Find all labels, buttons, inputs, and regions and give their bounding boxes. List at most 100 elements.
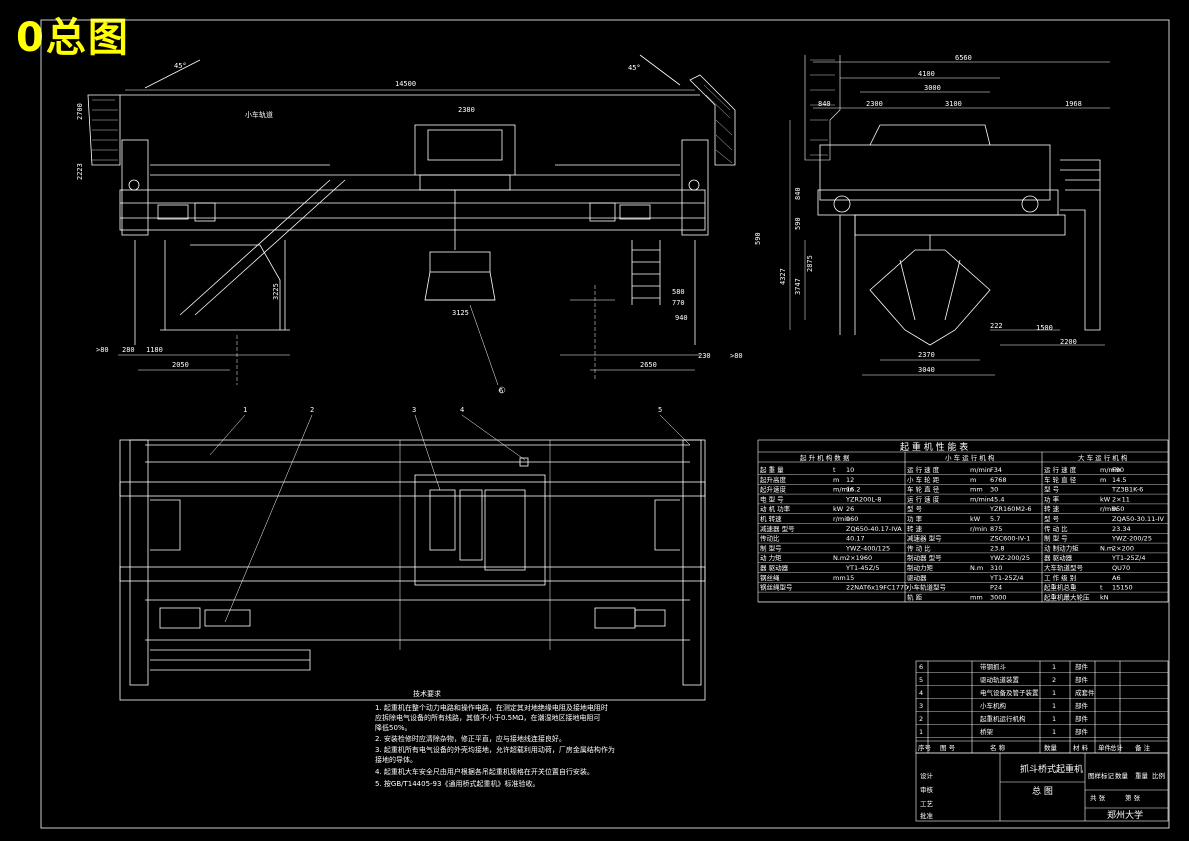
plan-callouts: 1 2 3 4 5 xyxy=(243,406,662,414)
spec-cell: 15 xyxy=(846,574,854,582)
right-mid-b: 580 xyxy=(672,288,685,296)
bom-cell: 5 xyxy=(919,676,923,684)
title-field-review: 审核 xyxy=(920,785,934,794)
spec-cell: 钢丝绳型号 xyxy=(760,583,793,592)
plan-view xyxy=(119,414,706,701)
title-field-weight: 重量 xyxy=(1135,772,1149,780)
spec-cell: 15150 xyxy=(1112,584,1133,592)
bom-cell: 成套件 xyxy=(1075,688,1095,697)
spec-cell: kW xyxy=(833,505,844,513)
title-field-approve: 批准 xyxy=(920,811,934,820)
spec-cell: kW xyxy=(1100,495,1111,503)
spec-cell: 23.8 xyxy=(990,544,1004,552)
spec-cell: kW xyxy=(970,515,981,523)
spec-table-frame xyxy=(757,439,1169,603)
spec-cell: N.m xyxy=(1100,544,1113,552)
spec-cell: 起 重 量 xyxy=(760,466,784,474)
bom-cell: 1 xyxy=(1052,702,1056,710)
bottom-a-width: 2370 xyxy=(918,351,935,359)
bom-cell: 1 xyxy=(1052,715,1056,723)
spec-cell: YT1-45Z/5 xyxy=(845,564,879,572)
spec-cell: t xyxy=(1100,584,1103,592)
bottom-left-b: 280 xyxy=(122,346,135,354)
tech-note-1: 1. 起重机在整个动力电路和操作电路，在测定其对地绝缘电阻及接地电阻时 xyxy=(375,703,608,712)
bottom-right-b: >80 xyxy=(730,352,743,360)
bom-cell: 小车机构 xyxy=(980,701,1007,710)
spec-cell: kN xyxy=(1100,593,1109,601)
spec-table: 起 重 机 性 能 表 起 升 机 构 数 据 小 车 运 行 机 构 大 车 … xyxy=(758,441,1168,603)
spec-cell: 器 驱动器 xyxy=(760,564,789,572)
bom-cell: 带钢抓斗 xyxy=(980,662,1007,671)
tech-note-6: 接地的导体。 xyxy=(375,755,417,764)
sheet-border xyxy=(40,19,1170,829)
callout-2: 2 xyxy=(310,406,314,414)
spec-cell: 功 率 xyxy=(907,514,923,523)
spec-cell: m/min xyxy=(1100,466,1121,474)
bom-cell: 部件 xyxy=(1075,675,1089,684)
spec-cell: 功 率 xyxy=(1044,494,1060,503)
angle-right: 45° xyxy=(628,64,641,72)
spec-cell: 小 车 轮 距 xyxy=(907,475,940,484)
spec-cell: 起升高度 xyxy=(760,475,787,484)
spec-cell: 23.34 xyxy=(1112,525,1131,533)
ladder-height-dim: 3225 xyxy=(272,283,280,300)
span-dim: 14500 xyxy=(395,80,416,88)
track-label: 小车轨道 xyxy=(245,110,273,119)
spec-cell: 小车轨道型号 xyxy=(907,583,947,592)
spec-cell: YT1-25Z/4 xyxy=(1111,554,1145,562)
bom-header-material: 材 料 xyxy=(1073,743,1089,752)
spec-cell: 工 作 级 别 xyxy=(1044,573,1076,582)
spec-cell: 960 xyxy=(846,515,858,523)
front-view-labels: 14500 2380 小车轨道 2700 2223 45° 45° >80 28… xyxy=(76,62,762,395)
spec-cell: m xyxy=(833,476,839,484)
callout-6: 6 xyxy=(499,387,503,395)
spec-cell: ZSC600-IV-1 xyxy=(990,535,1030,543)
right-b-width: 1500 xyxy=(1036,324,1053,332)
callout-1: 1 xyxy=(243,406,247,414)
tech-note-8: 5. 按GB/T14405-93《通用桥式起重机》标准验收。 xyxy=(375,779,539,788)
spec-cell: YWZ-200/25 xyxy=(989,554,1030,562)
spec-cell: YWZ-200/25 xyxy=(1111,535,1152,543)
spec-cell: 机 转速 xyxy=(760,514,782,523)
bom-header-qty: 数量 xyxy=(1044,743,1058,752)
spec-cell: F34 xyxy=(990,466,1002,474)
height-2: 590 xyxy=(794,217,802,230)
side-view-labels: 6560 4100 3000 2300 3100 1968 840 840 59… xyxy=(779,54,1082,374)
bom-cell: 1 xyxy=(1052,689,1056,697)
spec-cell: 车 轮 直 径 xyxy=(1044,475,1077,484)
spec-cell: m/min xyxy=(833,486,854,494)
spec-cell: 运 行 速 度 xyxy=(907,465,940,474)
title-block-sheet: 总 图 xyxy=(1032,785,1053,797)
spec-header-trolley: 小 车 运 行 机 构 xyxy=(945,453,995,462)
spec-cell: N.m xyxy=(833,554,846,562)
spec-cell: m xyxy=(970,476,976,484)
left-b-width: 3100 xyxy=(945,100,962,108)
spec-cell: YT1-25Z/4 xyxy=(989,574,1023,582)
spec-cell: 转 速 xyxy=(1044,504,1060,513)
spec-header-bridge: 大 车 运 行 机 构 xyxy=(1078,453,1128,462)
bom-cell: 3 xyxy=(919,702,923,710)
spec-cell: 动 机 功率 xyxy=(760,504,791,513)
spec-cell: 2×11 xyxy=(1112,495,1130,503)
tech-note-2: 应拆除电气设备的所有线路，其值不小于0.5MΩ，在潮湿地区接地电阻可 xyxy=(375,713,601,722)
drawing-title: 0总图 xyxy=(16,15,130,61)
spec-cell: 5.7 xyxy=(990,515,1000,523)
front-view xyxy=(87,54,736,394)
bottom-span-left: 2050 xyxy=(172,361,189,369)
spec-cell: 传 动 比 xyxy=(907,543,931,552)
bom-cell: 桥架 xyxy=(980,727,994,736)
bom-header-remarks: 备 注 xyxy=(1135,743,1151,752)
spec-cell: 12 xyxy=(846,476,854,484)
height-4: 3747 xyxy=(794,278,802,295)
left-a-width: 2300 xyxy=(866,100,883,108)
bottom-left-c: 1180 xyxy=(146,346,163,354)
spec-cell: YWZ-400/125 xyxy=(845,544,890,552)
spec-cell: 转 速 xyxy=(907,524,923,533)
spec-cell: 2×1960 xyxy=(846,554,872,562)
spec-cell: P24 xyxy=(990,584,1002,592)
spec-cell: m xyxy=(1100,476,1106,484)
spec-cell: 950 xyxy=(1112,505,1124,513)
bom-cell: 起重机运行机构 xyxy=(980,714,1026,723)
